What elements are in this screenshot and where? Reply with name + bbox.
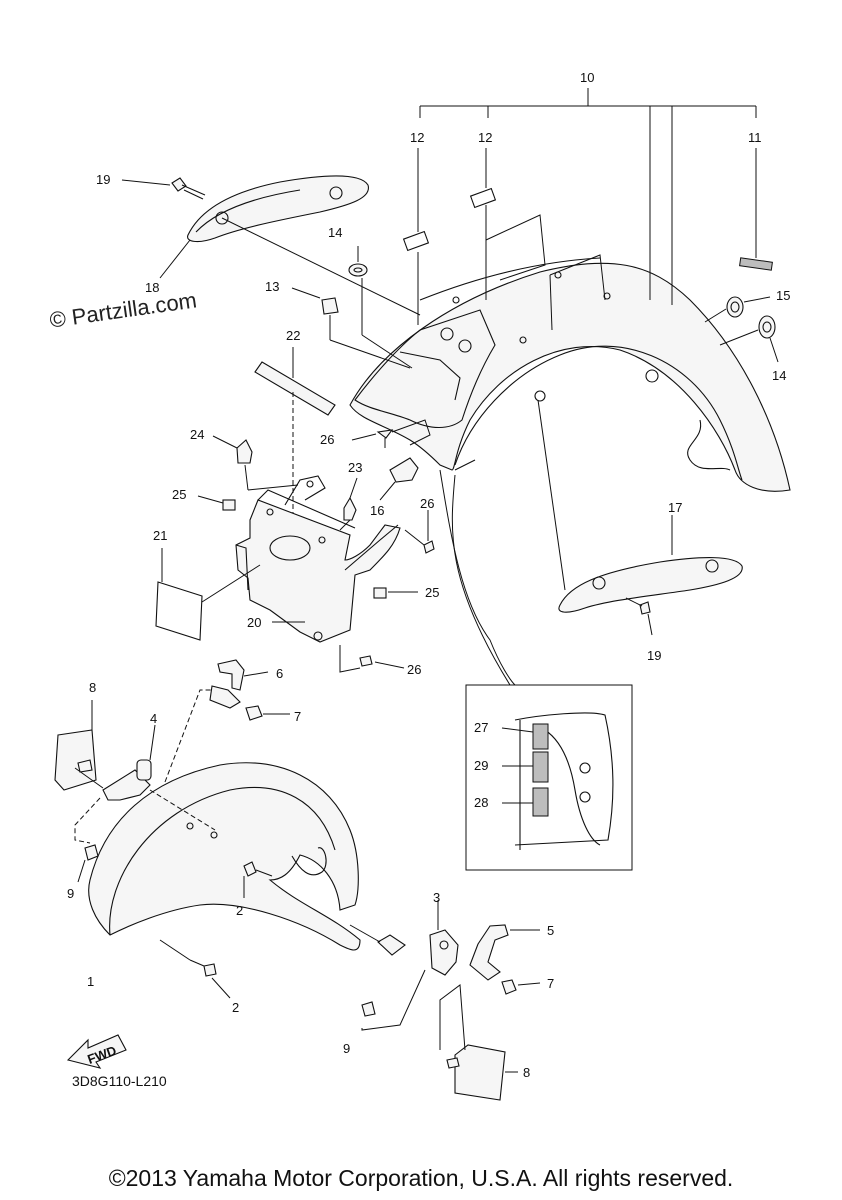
pad-29 (532, 751, 549, 783)
reflector-8a (54, 729, 97, 791)
bolt-19a (121, 177, 206, 200)
grommet-15 (726, 296, 744, 318)
callout-25b: 25 (425, 585, 439, 600)
callout-17: 17 (668, 500, 682, 515)
side-cover-18 (187, 175, 421, 316)
pad-28 (532, 787, 549, 817)
reflector-8b (439, 984, 518, 1101)
plate-22 (254, 361, 336, 416)
screw-26a (376, 429, 394, 439)
pad-25b (373, 587, 387, 599)
callout-19b: 19 (647, 648, 661, 663)
callout-22: 22 (286, 328, 300, 343)
nut-9b (361, 969, 426, 1031)
callout-26a: 26 (320, 432, 334, 447)
clip-13 (321, 297, 339, 315)
callout-8b: 8 (523, 1065, 530, 1080)
callout-11: 11 (748, 130, 762, 145)
callout-12a: 12 (410, 130, 424, 145)
bracket-5 (469, 924, 540, 981)
bracket-4 (74, 724, 156, 801)
callout-21: 21 (153, 528, 167, 543)
callout-29: 29 (474, 758, 488, 773)
callout-6: 6 (276, 666, 283, 681)
pad-27 (532, 723, 549, 750)
callout-23: 23 (348, 460, 362, 475)
callout-7b: 7 (547, 976, 554, 991)
grommet-14b (758, 315, 776, 339)
callout-2b: 2 (232, 1000, 239, 1015)
callout-2a: 2 (236, 903, 243, 918)
pad-12b (469, 187, 497, 209)
callout-8a: 8 (89, 680, 96, 695)
callout-28: 28 (474, 795, 488, 810)
callout-26b: 26 (420, 496, 434, 511)
pad-12a (402, 230, 430, 252)
callout-5: 5 (547, 923, 554, 938)
callout-19a: 19 (96, 172, 110, 187)
bolt-7a (245, 705, 290, 721)
bolt-19b (625, 597, 653, 636)
bolt-2b (159, 939, 231, 999)
side-cover-17 (537, 399, 743, 613)
callout-24: 24 (190, 427, 204, 442)
fwd-label: FWD (85, 1043, 118, 1067)
parts-diagram: FWD 10 12 12 11 19 18 14 13 15 14 22 24 … (54, 70, 791, 1101)
pad-25a (222, 499, 236, 511)
bracket-6 (209, 659, 269, 709)
detail-box (465, 684, 633, 871)
callout-27: 27 (474, 720, 488, 735)
part-16 (389, 457, 419, 483)
front-fender (88, 762, 361, 951)
reflector-21 (155, 581, 203, 641)
callout-4: 4 (150, 711, 157, 726)
callout-18: 18 (145, 280, 159, 295)
nut-9a (77, 844, 99, 883)
diagram-code: 3D8G110-L210 (72, 1073, 167, 1089)
callout-20: 20 (247, 615, 261, 630)
bolt-26b (404, 510, 435, 554)
callout-25a: 25 (172, 487, 186, 502)
bolt-7b (501, 979, 541, 995)
callout-16: 16 (370, 503, 384, 518)
plate-bracket-20 (235, 475, 401, 643)
callout-9b: 9 (343, 1041, 350, 1056)
bracket-3 (349, 900, 459, 976)
bolt-26c (339, 645, 405, 673)
pad-24 (236, 439, 253, 464)
callout-10: 10 (580, 70, 594, 85)
callout-13: 13 (265, 279, 279, 294)
callout-12b: 12 (478, 130, 492, 145)
bolt-2a (243, 861, 273, 898)
copyright-notice: ©2013 Yamaha Motor Corporation, U.S.A. A… (108, 1165, 734, 1191)
pad-23 (343, 496, 357, 521)
grommet-14a (348, 263, 368, 277)
callout-3: 3 (433, 890, 440, 905)
callout-14a: 14 (328, 225, 342, 240)
callout-14b: 14 (772, 368, 786, 383)
callout-26c: 26 (407, 662, 421, 677)
callout-15: 15 (776, 288, 790, 303)
leader-lines-top (417, 88, 757, 331)
callout-7a: 7 (294, 709, 301, 724)
callout-1: 1 (87, 974, 94, 989)
rear-fender (349, 257, 791, 492)
pad-11 (739, 257, 773, 271)
callout-9a: 9 (67, 886, 74, 901)
fwd-arrow-icon: FWD (66, 1034, 127, 1069)
